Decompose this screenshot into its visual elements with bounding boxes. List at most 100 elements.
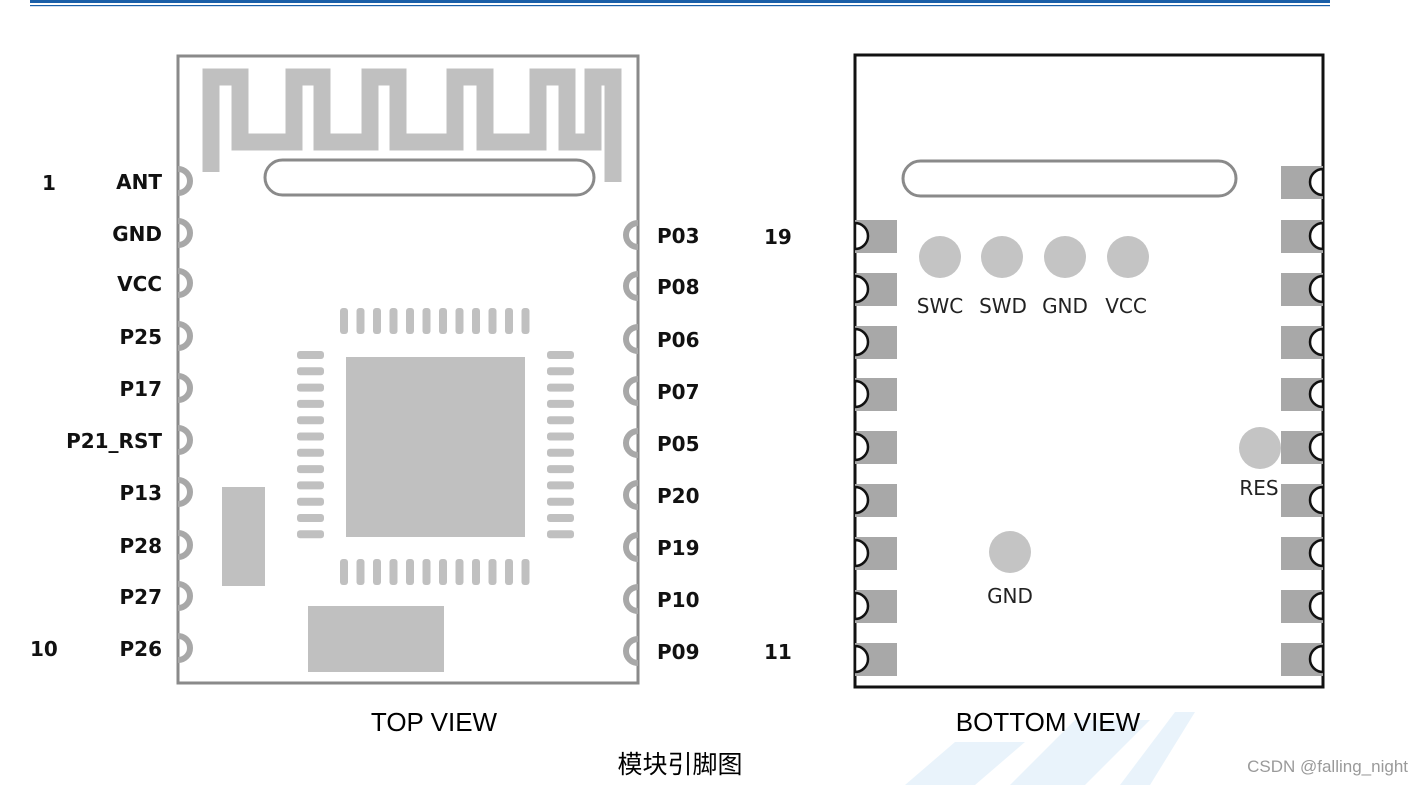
pin-label-p06: P06 [657, 328, 700, 352]
component-bottom [308, 606, 444, 672]
bottom-left-pads [853, 220, 897, 676]
test-pad-swd [981, 236, 1023, 278]
chip-pin [547, 465, 574, 474]
figure-caption: 模块引脚图 [617, 750, 742, 779]
pin-label-p10: P10 [657, 588, 700, 612]
pin-label-p07: P07 [657, 380, 700, 404]
castellation-hole [623, 532, 639, 562]
castellation-hole [853, 274, 870, 304]
top-view-caption: TOP VIEW [371, 707, 498, 737]
castellation-hole [177, 321, 193, 351]
castellation-hole [623, 480, 639, 510]
chip-pin [547, 530, 574, 539]
pin-label-p19: P19 [657, 536, 700, 560]
bottom-view-outline [853, 53, 1325, 689]
chip-pin [547, 383, 574, 392]
test-pad-label-gnd-bottom: GND [987, 584, 1033, 608]
bottom-slot [901, 159, 1238, 198]
top-slot [263, 158, 596, 197]
pin-label-p08: P08 [657, 275, 700, 299]
test-pad-swc [919, 236, 961, 278]
chip-body [346, 357, 525, 537]
chip-pin [340, 308, 348, 334]
chip-pin [472, 559, 480, 585]
test-pad-vcc [1107, 236, 1149, 278]
chip-pin [297, 530, 324, 539]
pin-number-11: 11 [764, 640, 792, 664]
chip-pin [297, 383, 324, 392]
castellation-hole [1308, 274, 1325, 304]
chip-pin [422, 559, 431, 585]
castellation-hole [177, 166, 193, 196]
test-pad-label-res: RES [1239, 476, 1278, 500]
chip-pin [505, 559, 513, 585]
chip-pin [356, 308, 365, 334]
castellation-hole [1308, 167, 1325, 197]
chip-pin [297, 514, 324, 522]
test-pad-label-swc: SWC [917, 294, 963, 318]
castellation-hole [853, 591, 870, 621]
chip-pins-right [547, 351, 574, 539]
pin-label-p27: P27 [120, 585, 163, 609]
castellation-hole [623, 584, 639, 614]
chip-pin [373, 559, 381, 585]
castellation-hole [1308, 644, 1325, 674]
pin-label-p21_rst: P21_RST [66, 429, 162, 453]
chip-pin [356, 559, 365, 585]
pin-label-gnd: GND [112, 222, 162, 246]
antenna-trace [202, 68, 622, 182]
chip-pin [297, 465, 324, 474]
top-right-castellations [623, 220, 639, 666]
chip-pin [297, 432, 324, 441]
castellation-hole [623, 636, 639, 666]
castellation-hole [853, 327, 870, 357]
castellation-hole [623, 324, 639, 354]
pin-label-p20: P20 [657, 484, 700, 508]
castellation-hole [1308, 221, 1325, 251]
chip-pin [297, 416, 324, 425]
castellation-hole [623, 220, 639, 250]
header-rule [30, 0, 1330, 7]
chip-pin [547, 416, 574, 425]
pin-label-p05: P05 [657, 432, 700, 456]
chip-pin [547, 367, 574, 376]
bottom-view: SWC SWD GND VCC RES GND 19 11 BOTTOM VIE… [764, 53, 1325, 737]
castellation-hole [853, 485, 870, 515]
chip-pin [472, 308, 480, 334]
test-pad-label-swd: SWD [979, 294, 1027, 318]
background-logo-shape [905, 712, 1195, 785]
castellation-hole [853, 538, 870, 568]
chip-pin [547, 448, 574, 457]
castellation-hole [1308, 538, 1325, 568]
chip-pin [373, 308, 381, 334]
castellation-hole [177, 477, 193, 507]
castellation-hole [853, 379, 870, 409]
test-pad-res [1239, 427, 1281, 469]
castellation-hole [1308, 591, 1325, 621]
castellation-hole [177, 581, 193, 611]
test-pad-gnd-bottom [989, 531, 1031, 573]
castellation-hole [623, 428, 639, 458]
castellation-hole [177, 633, 193, 663]
chip-pin [455, 308, 464, 334]
chip-pin [547, 497, 574, 506]
castellation-hole [1308, 327, 1325, 357]
chip-pin [547, 399, 574, 408]
castellation-hole [853, 644, 870, 674]
pin-label-p28: P28 [120, 534, 163, 558]
chip-pin [547, 514, 574, 522]
chip-pin [297, 448, 324, 457]
chip-pin [547, 432, 574, 441]
pin-number-1: 1 [42, 171, 56, 195]
chip-pin [389, 308, 398, 334]
chip-pin [455, 559, 464, 585]
chip-pins-bottom [340, 559, 530, 585]
chip-pin [340, 559, 348, 585]
component-left [222, 487, 265, 586]
chip-pin [547, 481, 574, 490]
chip-pin [439, 559, 447, 585]
chip-pin [488, 308, 497, 334]
